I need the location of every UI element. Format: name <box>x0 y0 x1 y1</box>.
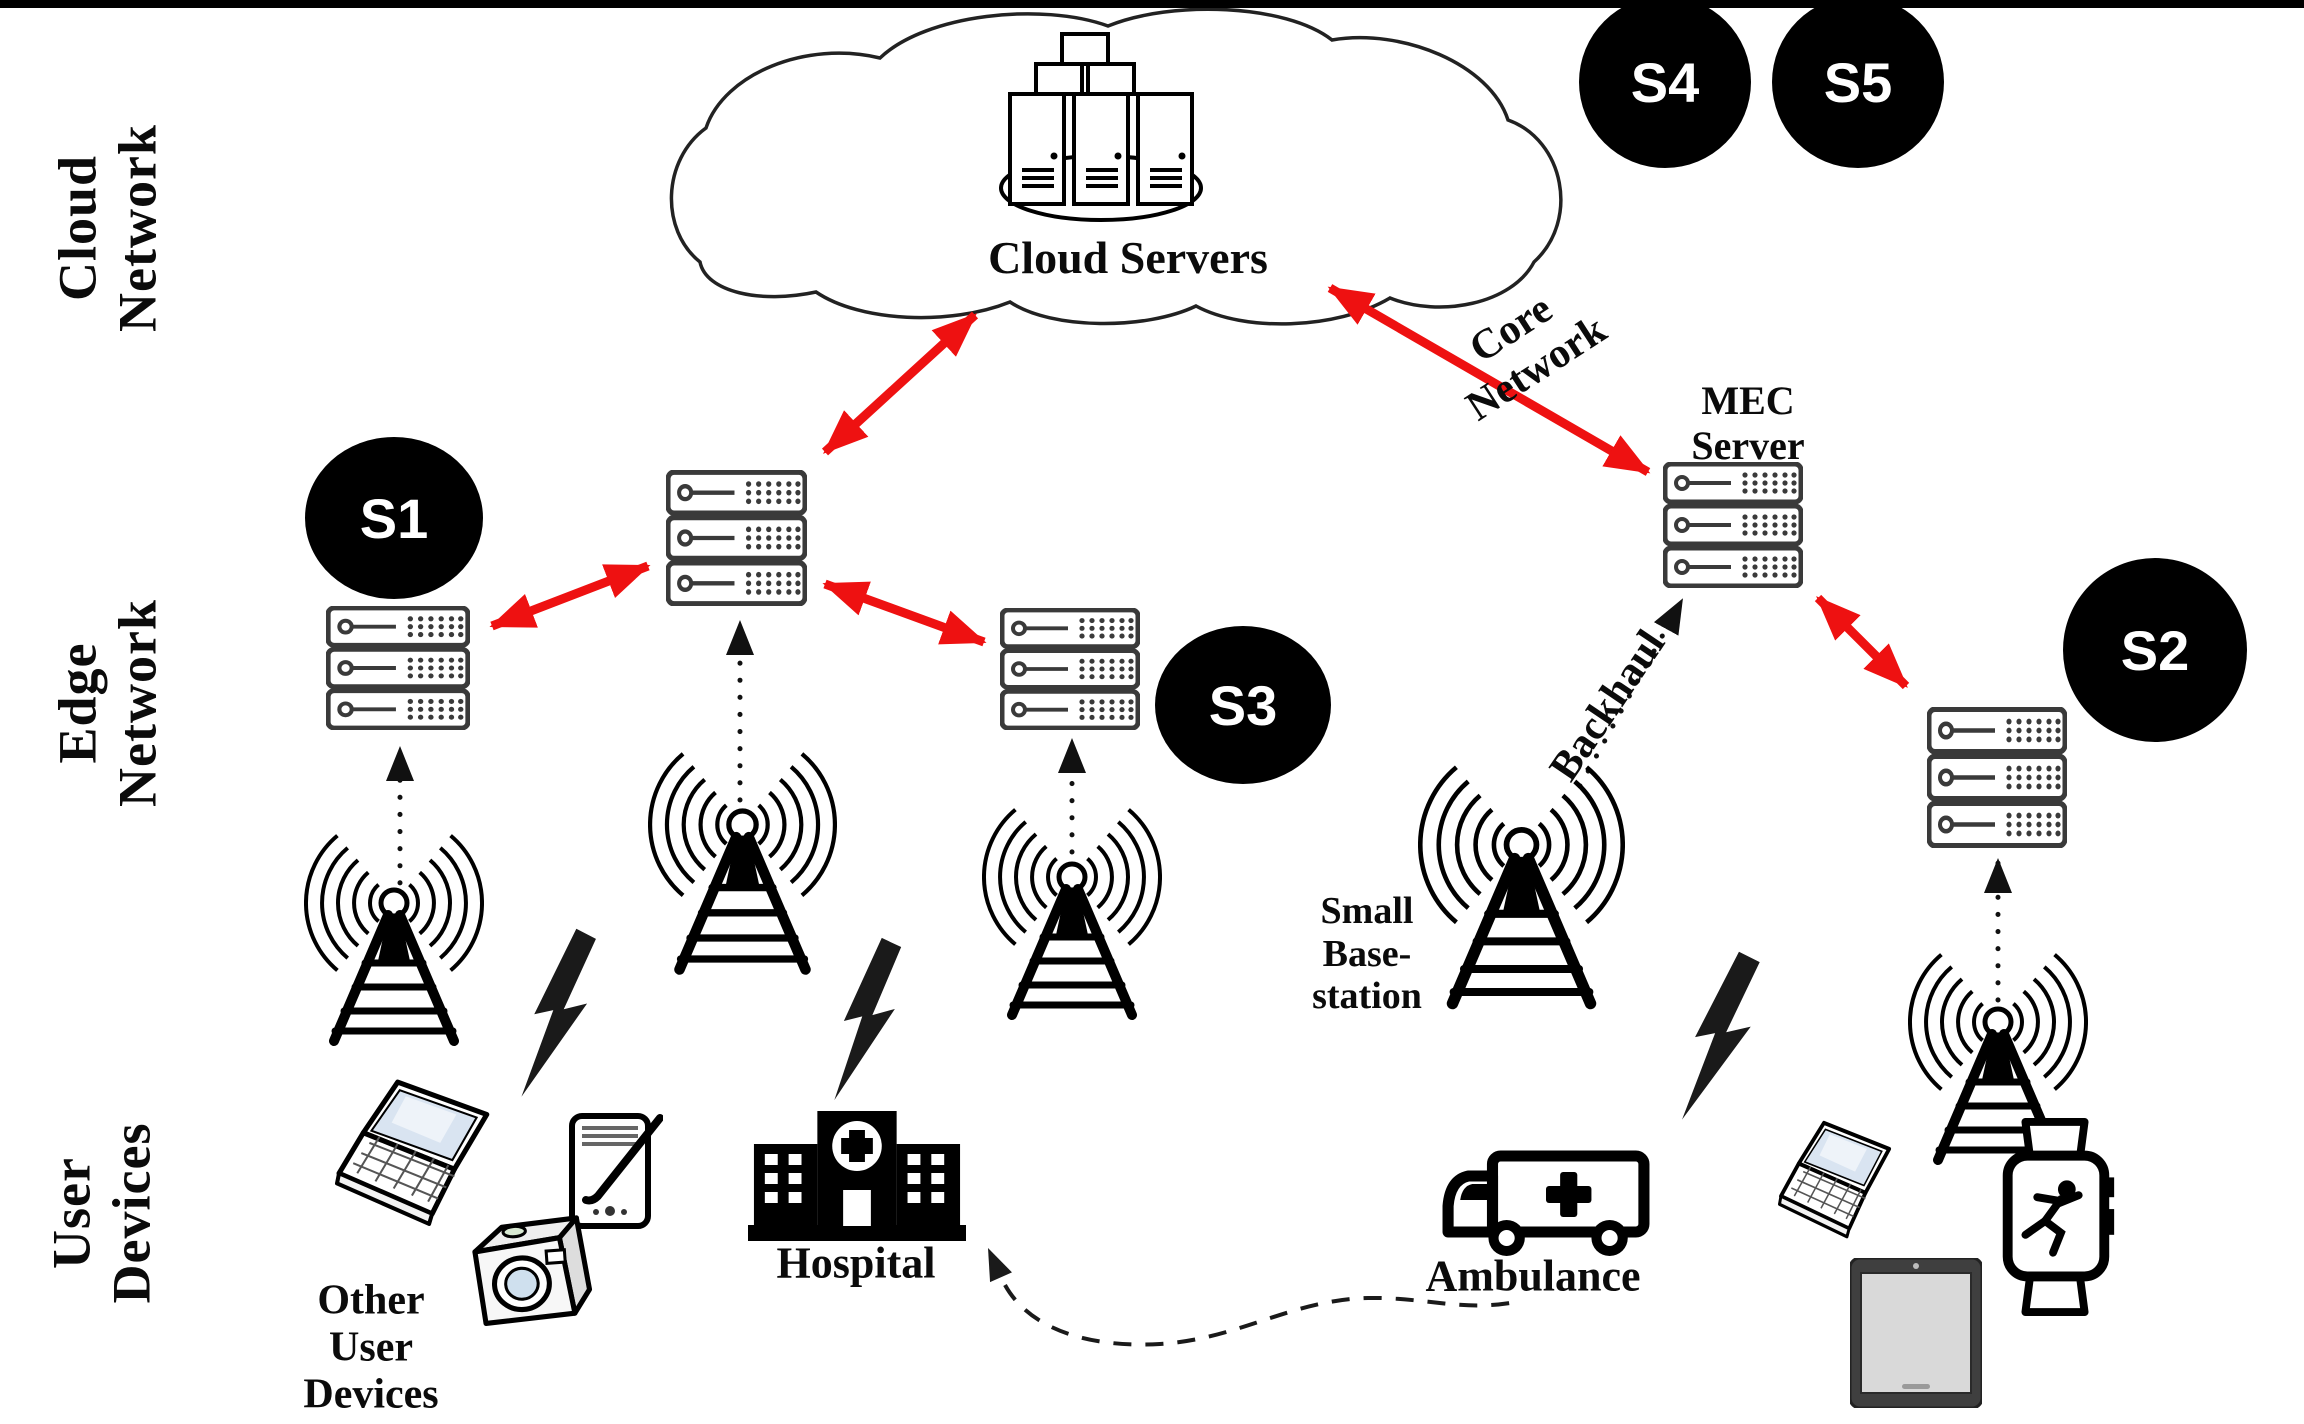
edge-server-stack-left <box>328 608 468 728</box>
service-node-s4: S4 <box>1579 0 1751 168</box>
laptop-icon-left <box>337 1082 487 1224</box>
service-node-s5-label: S5 <box>1823 50 1893 114</box>
pda-icon <box>572 1116 660 1226</box>
service-node-s3: S3 <box>1155 626 1331 784</box>
small-base-station-label: Small Base- station <box>1312 890 1422 1018</box>
red-double-arrows <box>489 284 1910 690</box>
lightning-bolt-icon-2 <box>834 935 902 1105</box>
service-node-s5: S5 <box>1772 0 1944 168</box>
layer-label-user-devices: User Devices <box>41 1122 162 1304</box>
top-border <box>0 0 2304 8</box>
service-node-s1: S1 <box>305 437 483 599</box>
service-node-s3-label: S3 <box>1208 673 1278 737</box>
tablet-icon <box>1850 1258 1982 1408</box>
base-station-icon-3 <box>984 810 1160 1015</box>
base-station-icon-1 <box>306 836 482 1041</box>
base-station-icon-2 <box>650 754 835 970</box>
laptop-icon-right <box>1779 1123 1889 1237</box>
arrow-mec-to-right-edge <box>1814 594 1910 690</box>
service-node-s2: S2 <box>2063 558 2247 742</box>
mec-server-stack-icon <box>1665 464 1801 586</box>
service-node-s1-label: S1 <box>359 486 429 550</box>
arrow-cloud-to-mec <box>1327 284 1651 476</box>
camera-icon <box>473 1217 591 1324</box>
dashed-route-arrow <box>988 1248 1517 1347</box>
lightning-bolt-icon-1 <box>521 924 597 1103</box>
cloud-servers-label: Cloud Servers <box>988 232 1268 284</box>
hospital-label: Hospital <box>776 1238 936 1288</box>
ambulance-icon <box>1448 1156 1644 1256</box>
edge-server-stack-s3 <box>1002 610 1138 728</box>
other-user-devices-label: Other User Devices <box>303 1277 439 1418</box>
arrow-central-edge-to-s3-edge <box>822 579 987 647</box>
arrow-left-edge-to-central-edge <box>489 561 651 631</box>
edge-server-stack-right <box>1929 709 2065 846</box>
layer-label-edge-network: Edge Network <box>47 599 168 807</box>
cloud-icon <box>669 7 1563 326</box>
ambulance-label: Ambulance <box>1425 1251 1641 1301</box>
mec-server-label: MEC Server <box>1691 378 1805 468</box>
small-base-station-icon <box>1420 767 1622 1003</box>
service-node-s2-label: S2 <box>2120 618 2190 682</box>
layer-label-cloud-network: Cloud Network <box>47 124 168 332</box>
hospital-icon <box>748 1111 966 1241</box>
lightning-bolt-icon-3 <box>1682 947 1761 1126</box>
edge-server-stack-central <box>668 472 805 604</box>
arrow-cloud-to-central-edge <box>821 311 979 456</box>
backhaul-arrow <box>1577 597 1685 789</box>
dotted-uplink-arrows <box>386 597 2013 1003</box>
service-node-s4-label: S4 <box>1630 50 1700 114</box>
